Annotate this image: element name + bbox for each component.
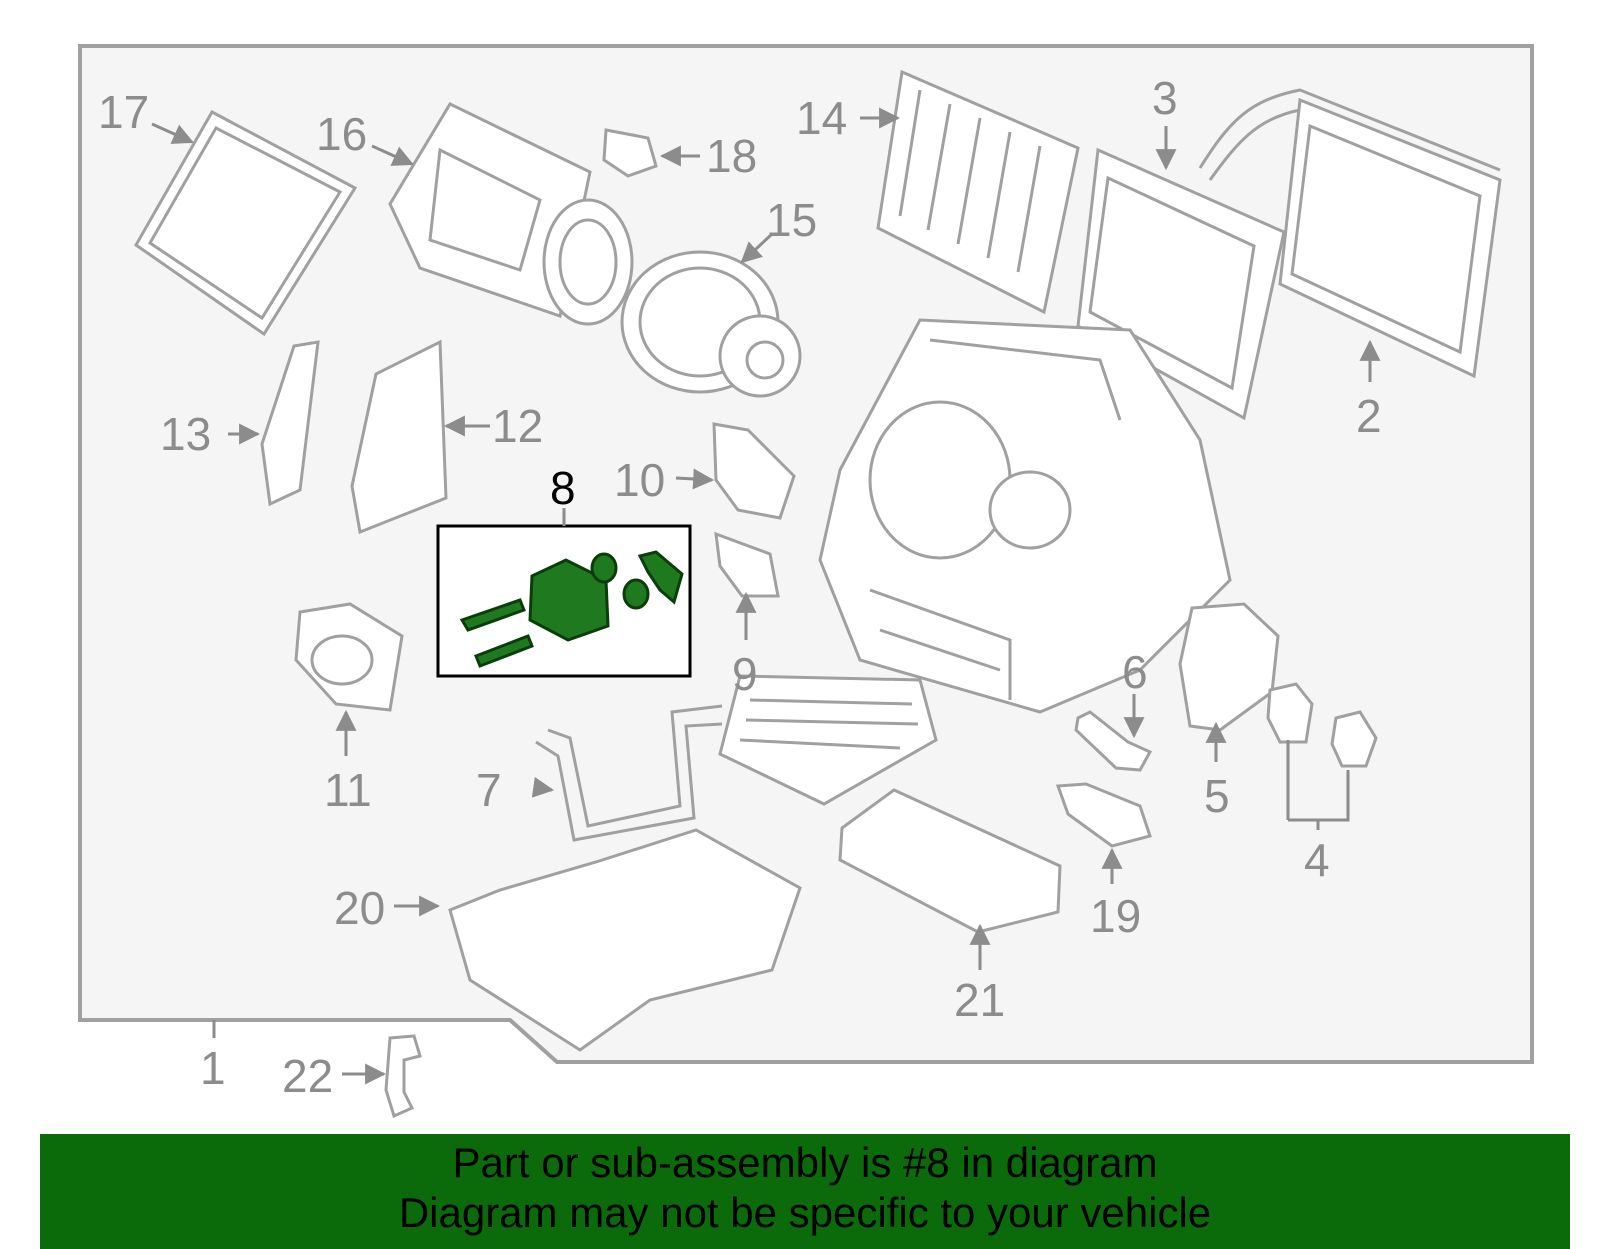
part-21-tray <box>838 788 1062 934</box>
callout-1[interactable]: 1 <box>200 1042 226 1094</box>
parts-diagram: 17 16 18 14 15 3 2 13 12 10 8 9 11 7 6 5… <box>78 44 1534 1119</box>
callout-7[interactable]: 7 <box>476 764 502 816</box>
callout-3[interactable]: 3 <box>1152 72 1178 124</box>
callout-18[interactable]: 18 <box>706 130 757 182</box>
part-20-lower-case <box>448 828 802 1052</box>
part-4-actuator-a <box>1266 682 1314 744</box>
part-2-evaporator <box>1198 88 1502 379</box>
part-19-actuator <box>1055 782 1152 848</box>
banner-line-1: Part or sub-assembly is #8 in diagram <box>452 1139 1158 1186</box>
callout-14[interactable]: 14 <box>796 92 847 144</box>
callout-2[interactable]: 2 <box>1356 390 1382 442</box>
callout-19[interactable]: 19 <box>1090 890 1141 942</box>
part-15-blower-motor <box>620 250 802 398</box>
part-7-heater-core <box>535 674 938 842</box>
callout-8[interactable]: 8 <box>550 462 576 514</box>
part-5-actuator-plate <box>1178 602 1280 732</box>
callout-21[interactable]: 21 <box>954 974 1005 1026</box>
callout-15[interactable]: 15 <box>766 194 817 246</box>
part-9-plate <box>714 531 780 598</box>
part-14-air-filter <box>876 69 1080 315</box>
callout-10[interactable]: 10 <box>614 454 665 506</box>
part-13-flap <box>260 340 320 507</box>
part-18-bracket <box>602 128 658 178</box>
callout-4[interactable]: 4 <box>1304 834 1330 886</box>
callout-5[interactable]: 5 <box>1204 770 1230 822</box>
part-17-filter-panel <box>134 109 358 337</box>
callout-9[interactable]: 9 <box>732 648 758 700</box>
part-16-blower-housing <box>388 102 634 326</box>
part-11-vent <box>294 602 404 712</box>
callout-12[interactable]: 12 <box>492 400 543 452</box>
part-22-connector <box>384 1034 422 1119</box>
callout-13[interactable]: 13 <box>160 408 211 460</box>
part-8-expansion-valve <box>459 550 684 668</box>
part-6-sensor <box>1074 710 1153 772</box>
callout-labels: 17 16 18 14 15 3 2 13 12 10 8 9 11 7 6 5… <box>98 72 1382 1102</box>
callout-17[interactable]: 17 <box>98 86 149 138</box>
callout-11[interactable]: 11 <box>324 764 372 816</box>
callout-20[interactable]: 20 <box>334 882 385 934</box>
banner-line-2: Diagram may not be specific to your vehi… <box>398 1189 1212 1236</box>
callout-22[interactable]: 22 <box>282 1050 333 1102</box>
info-banner: Part or sub-assembly is #8 in diagram Di… <box>40 1134 1570 1249</box>
callout-16[interactable]: 16 <box>316 108 367 160</box>
callout-6[interactable]: 6 <box>1122 646 1148 698</box>
part-12-door <box>350 339 448 535</box>
part-10-bracket <box>712 422 796 520</box>
part-4-actuator-b <box>1330 710 1378 768</box>
hvac-case <box>818 318 1232 714</box>
leader-lines <box>151 107 1381 1085</box>
